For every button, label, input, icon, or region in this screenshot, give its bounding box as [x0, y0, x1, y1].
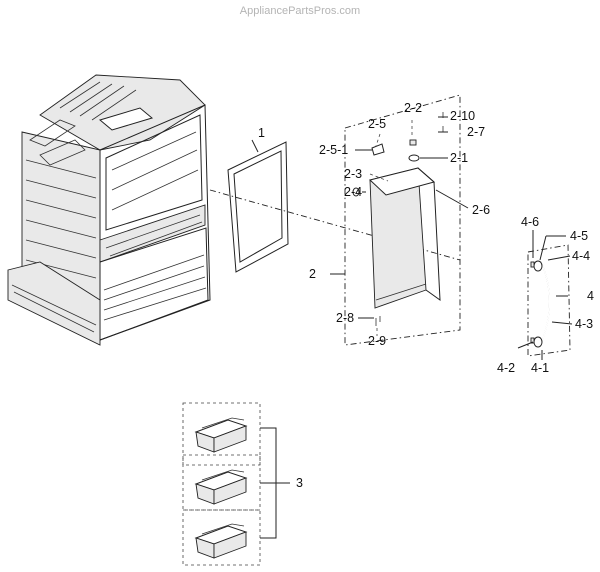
callout-1: 1 — [258, 126, 265, 140]
door-bin-box-middle — [182, 454, 261, 511]
door-handle-illustration — [530, 260, 551, 348]
callout-4-5: 4-5 — [570, 229, 588, 243]
callout-2-10: 2-10 — [450, 109, 475, 123]
callout-2: 2 — [309, 267, 316, 281]
door-bin-box-top — [182, 402, 261, 466]
handle-assembly-boundary — [527, 244, 571, 357]
callout-2-5: 2-5 — [368, 117, 386, 131]
callout-2-4: 2-4 — [344, 185, 362, 199]
callout-3: 3 — [296, 476, 303, 490]
door-bin-box-bottom — [182, 509, 261, 566]
callout-4-2: 4-2 — [497, 361, 515, 375]
door-assembly-boundary — [344, 94, 461, 346]
door-gasket-illustration — [227, 141, 289, 273]
callout-2-5-1: 2-5-1 — [319, 143, 348, 157]
callout-2-1: 2-1 — [450, 151, 468, 165]
callout-2-8: 2-8 — [336, 311, 354, 325]
callout-2-3: 2-3 — [344, 167, 362, 181]
bin-bracket-lines — [260, 427, 290, 539]
callout-2-9: 2-9 — [368, 334, 386, 348]
callout-4-4: 4-4 — [572, 249, 590, 263]
callout-2-7: 2-7 — [467, 125, 485, 139]
door-hardware-illustration — [352, 112, 444, 326]
callout-2-6: 2-6 — [472, 203, 490, 217]
callout-4: 4 — [587, 289, 594, 303]
callout-4-6: 4-6 — [521, 215, 539, 229]
handle-leader-lines — [517, 230, 573, 360]
leader-line-1 — [251, 139, 259, 153]
door-panel-illustration — [368, 167, 441, 309]
watermark-text: AppliancePartsPros.com — [240, 5, 360, 17]
door-leader-lines — [330, 116, 469, 336]
refrigerator-cabinet-illustration — [7, 74, 211, 346]
callout-2-2: 2-2 — [404, 101, 422, 115]
callout-4-3: 4-3 — [575, 317, 593, 331]
callout-4-1: 4-1 — [531, 361, 549, 375]
